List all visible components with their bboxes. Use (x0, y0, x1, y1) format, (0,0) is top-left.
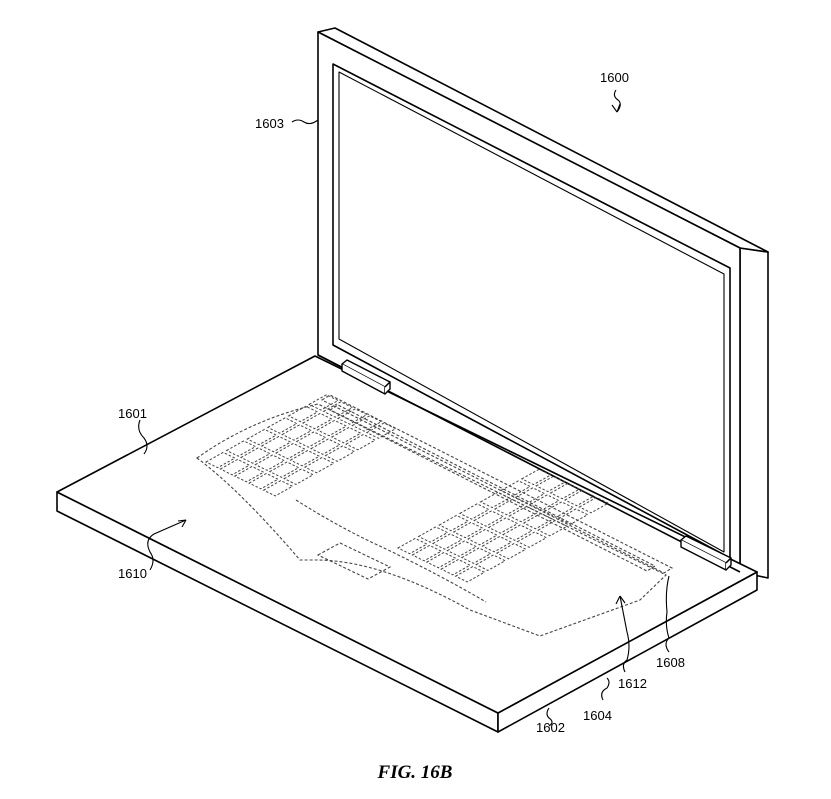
ergonomic-outline (196, 403, 667, 637)
key (508, 505, 540, 523)
keys-right-cluster (396, 468, 610, 583)
key (266, 417, 298, 434)
key (563, 489, 595, 507)
key (495, 542, 527, 560)
key (528, 494, 560, 511)
key (316, 419, 348, 437)
keys-left-cluster (204, 394, 397, 497)
key (520, 468, 552, 486)
base-top-surface (56, 355, 758, 714)
key (522, 512, 554, 530)
key (336, 408, 368, 425)
key (516, 531, 548, 548)
key (479, 491, 511, 509)
key (262, 480, 294, 497)
key (549, 482, 581, 500)
key (431, 533, 463, 550)
key (225, 440, 257, 457)
key (514, 487, 546, 504)
key (281, 424, 313, 441)
key (467, 528, 499, 546)
key (487, 517, 519, 534)
key (417, 526, 449, 543)
key (301, 412, 333, 430)
label-1602: 1602 (536, 720, 565, 735)
hinges (341, 359, 732, 571)
key (295, 431, 327, 448)
leader-1602 (546, 707, 553, 727)
leader-1600 (613, 89, 621, 113)
key (438, 514, 470, 532)
key (475, 554, 507, 571)
key (493, 498, 525, 516)
key (557, 508, 589, 525)
key (460, 547, 492, 564)
key (310, 438, 342, 455)
key (578, 496, 610, 514)
palm-curve (295, 499, 487, 603)
key (260, 435, 292, 453)
leader-1608 (665, 575, 670, 653)
label-1608: 1608 (656, 655, 685, 670)
laptop-base (56, 354, 758, 733)
key (365, 422, 397, 439)
key (289, 449, 321, 467)
label-1610: 1610 (118, 566, 147, 581)
key (219, 458, 251, 476)
key (440, 558, 472, 576)
leader-1612 (619, 595, 630, 673)
label-1604: 1604 (583, 708, 612, 723)
key (351, 415, 383, 432)
key (452, 521, 484, 539)
key (537, 519, 569, 537)
key (275, 442, 307, 460)
key (233, 465, 265, 483)
leader-1601 (138, 419, 148, 455)
key (246, 428, 278, 446)
leader-1610 (147, 519, 187, 571)
key (268, 461, 300, 478)
label-1612: 1612 (618, 676, 647, 691)
key (535, 475, 567, 493)
key (425, 551, 457, 569)
key (204, 451, 236, 469)
key (458, 503, 490, 520)
key (303, 456, 335, 474)
key (239, 447, 271, 464)
key (473, 510, 505, 527)
label-1603: 1603 (255, 116, 284, 131)
key (502, 524, 534, 541)
figure-caption: FIG. 16B (377, 762, 453, 783)
key (324, 445, 356, 462)
key (254, 454, 286, 471)
function-row (320, 394, 674, 574)
key (283, 468, 315, 485)
key (396, 537, 428, 555)
leader-lines (138, 89, 670, 727)
display-side-face (739, 247, 769, 579)
display-housing (317, 27, 769, 579)
keyboard-region (196, 394, 674, 637)
display-screen-inner (338, 71, 725, 553)
leader-1604 (601, 677, 610, 701)
key (543, 501, 575, 518)
label-1601: 1601 (118, 406, 147, 421)
key (322, 401, 354, 418)
key (446, 540, 478, 557)
leader-1603 (291, 119, 319, 125)
key (411, 544, 443, 562)
key (481, 535, 513, 553)
key (248, 472, 280, 490)
key (500, 480, 532, 497)
label-1600: 1600 (600, 70, 629, 85)
key (308, 394, 340, 411)
key (345, 433, 377, 451)
key (287, 405, 319, 423)
spacebar (316, 542, 392, 580)
key (454, 566, 486, 583)
key (330, 426, 362, 444)
